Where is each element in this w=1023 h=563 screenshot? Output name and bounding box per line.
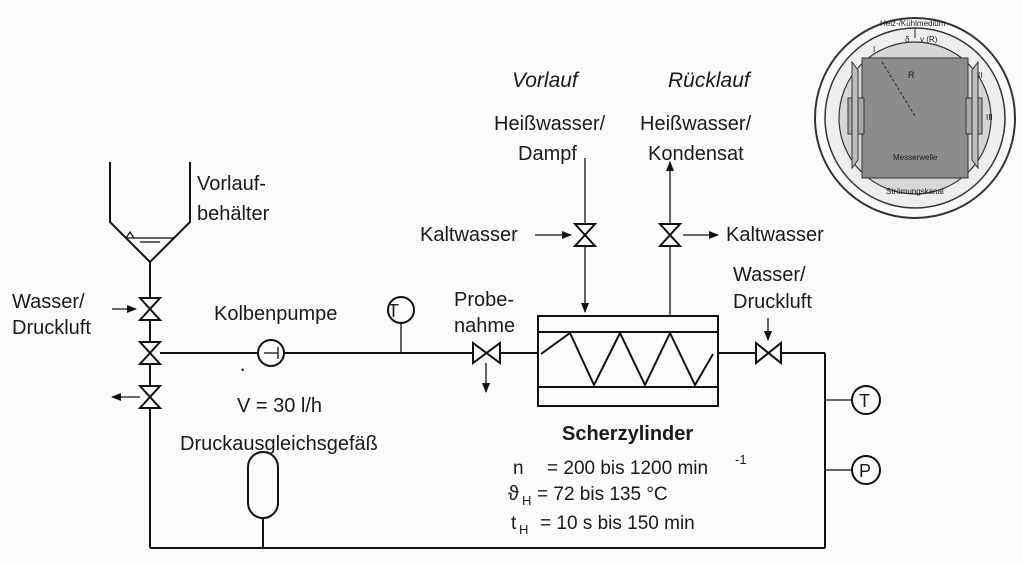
sensor-p-label: P xyxy=(859,461,871,481)
heisswasser-dampf-label-2: Dampf xyxy=(518,143,577,165)
scherzylinder-body xyxy=(537,315,719,407)
vorlauf-tank xyxy=(109,162,191,264)
wasser-druckluft-right-label-1: Wasser/ xyxy=(733,264,806,286)
inset-heiz-kuehl-label: Heiz-/Kühlmedium xyxy=(880,19,946,28)
valve-tank-outlet xyxy=(137,297,163,321)
probenahme-label-1: Probe- xyxy=(454,289,514,311)
param-theta-label: ϑ xyxy=(508,483,519,505)
ruecklauf-heating-line xyxy=(657,161,719,316)
heisswasser-dampf-label-1: Heißwasser/ xyxy=(494,113,606,135)
param-t-sub: H xyxy=(519,522,528,537)
sensor-t-feed-label: T xyxy=(388,301,399,321)
druckausgleich-label: Druckausgleichsgefäß xyxy=(180,433,378,455)
param-n-label: n xyxy=(513,458,524,479)
wasser-druckluft-left-label-2: Druckluft xyxy=(12,317,91,339)
param-theta-sub: H xyxy=(522,493,531,508)
scherzylinder-label: Scherzylinder xyxy=(562,423,693,445)
inset-delta-label: δ xyxy=(905,35,910,44)
param-t-label: t xyxy=(511,513,517,534)
valve-left-middle xyxy=(137,341,166,365)
flow-rate-label: V = 30 l/h xyxy=(237,395,322,417)
kaltwasser-out-label: Kaltwasser xyxy=(726,224,824,246)
vorlauf-label: Vorlauf xyxy=(512,69,580,92)
wasser-druckluft-right-label-2: Druckluft xyxy=(733,291,812,313)
heisswasser-kondensat-label-1: Heißwasser/ xyxy=(640,113,752,135)
pressure-sensor xyxy=(825,455,881,485)
flow-rate-dot: · xyxy=(239,356,246,381)
vorlaufbehaelter-label-2: behälter xyxy=(197,203,270,225)
param-n-value: = 200 bis 1200 min xyxy=(547,458,708,479)
druckausgleichsgefaess xyxy=(247,451,279,519)
heisswasser-kondensat-label-2: Kondensat xyxy=(648,143,744,165)
vorlaufbehaelter-label-1: Vorlauf- xyxy=(197,173,266,195)
wasser-druckluft-left-label-1: Wasser/ xyxy=(12,291,85,313)
inset-roman-3: III xyxy=(986,113,993,122)
valve-probenahme xyxy=(472,341,501,393)
kaltwasser-in-label: Kaltwasser xyxy=(420,224,518,246)
kolbenpumpe-symbol xyxy=(257,339,285,367)
param-n-exponent: -1 xyxy=(735,452,747,467)
kolbenpumpe-label: Kolbenpumpe xyxy=(214,303,337,325)
temperature-sensor-outlet xyxy=(825,385,881,415)
inset-cross-section xyxy=(814,17,1016,219)
ruecklauf-label: Rücklauf xyxy=(668,69,752,92)
inset-roman-2: II xyxy=(978,71,982,80)
inset-v-r-label: v (R) xyxy=(920,35,938,44)
vorlauf-heating-line xyxy=(535,158,598,313)
param-t-value: = 10 s bis 150 min xyxy=(540,513,695,534)
valve-left-lower xyxy=(137,385,163,409)
probenahme-label-2: nahme xyxy=(454,315,515,337)
inset-messerwelle-label: Messerwelle xyxy=(893,153,938,162)
valve-outlet xyxy=(755,318,782,366)
inset-stroemungskanal-label: Strömungskanal xyxy=(886,187,944,196)
inset-r-label: R xyxy=(908,70,915,80)
sensor-t-outlet-label: T xyxy=(859,391,870,411)
param-theta-value: = 72 bis 135 °C xyxy=(537,484,668,505)
inset-roman-1: I xyxy=(873,45,875,54)
temperature-sensor-feed xyxy=(387,296,415,353)
outlet-pipe xyxy=(718,352,826,548)
